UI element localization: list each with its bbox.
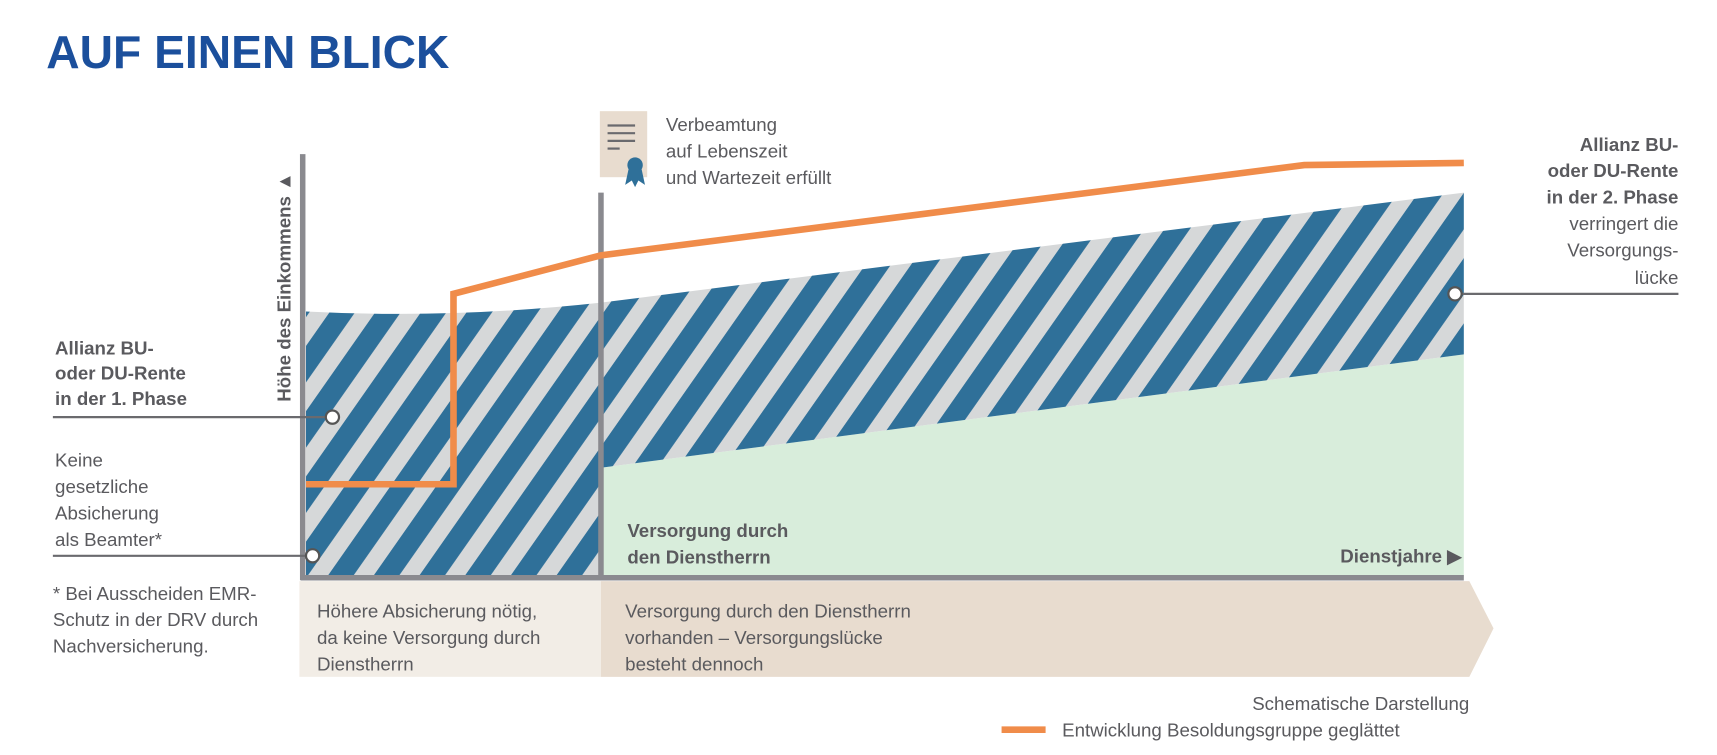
svg-text:Allianz BU-: Allianz BU-	[55, 337, 154, 358]
footnote: * Bei Ausscheiden EMR- Schutz in der DRV…	[53, 583, 258, 657]
svg-text:da keine Versorgung durch: da keine Versorgung durch	[317, 627, 540, 648]
svg-text:Absicherung: Absicherung	[55, 502, 159, 523]
employer-provision-area	[600, 354, 1464, 578]
marker-none	[304, 548, 321, 564]
svg-text:auf Lebenszeit: auf Lebenszeit	[666, 140, 788, 161]
svg-text:vorhanden – Versorgungslücke: vorhanden – Versorgungslücke	[625, 627, 883, 648]
svg-text:lücke: lücke	[1635, 267, 1679, 288]
marker-phase2	[1447, 286, 1463, 302]
svg-text:Höhere Absicherung nötig,: Höhere Absicherung nötig,	[317, 600, 537, 621]
svg-text:Schutz in der DRV durch: Schutz in der DRV durch	[53, 609, 258, 630]
label-no-protection: Keine gesetzliche Absicherung als Beamte…	[55, 450, 162, 550]
svg-text:und Wartezeit erfüllt: und Wartezeit erfüllt	[666, 167, 832, 188]
employer-area-label: Versorgung durch den Dienstherrn	[627, 520, 788, 567]
svg-text:Nachversicherung.: Nachversicherung.	[53, 636, 209, 657]
band-right-text: Versorgung durch den Dienstherrn vorhand…	[625, 600, 911, 674]
svg-text:Dienstherrn: Dienstherrn	[317, 653, 414, 674]
y-axis-label: Höhe des Einkommens ▲	[274, 172, 295, 401]
svg-text:Versorgungs-: Versorgungs-	[1567, 239, 1678, 260]
svg-text:Verbeamtung: Verbeamtung	[666, 114, 777, 135]
svg-text:in der 1. Phase: in der 1. Phase	[55, 388, 187, 409]
label-phase2: Allianz BU- oder DU-Rente in der 2. Phas…	[1547, 134, 1679, 288]
band-left-text: Höhere Absicherung nötig, da keine Verso…	[317, 600, 540, 674]
certificate-icon	[599, 111, 648, 188]
svg-text:Versorgung durch: Versorgung durch	[627, 520, 788, 541]
svg-text:gesetzliche: gesetzliche	[55, 476, 148, 497]
svg-text:besteht dennoch: besteht dennoch	[625, 653, 763, 674]
label-phase1: Allianz BU- oder DU-Rente in der 1. Phas…	[55, 337, 187, 409]
svg-text:als Beamter*: als Beamter*	[55, 529, 162, 550]
svg-text:* Bei Ausscheiden EMR-: * Bei Ausscheiden EMR-	[53, 583, 257, 604]
svg-text:Versorgung durch den Diensther: Versorgung durch den Dienstherrn	[625, 600, 911, 621]
band-right-arrow	[600, 581, 1494, 677]
legend-label: Entwicklung Besoldungsgruppe geglättet	[1062, 719, 1400, 740]
svg-text:oder DU-Rente: oder DU-Rente	[1548, 160, 1679, 181]
band-left	[299, 581, 601, 677]
salary-line	[306, 159, 1464, 488]
svg-text:verringert die: verringert die	[1569, 213, 1678, 234]
schematic-note: Schematische Darstellung	[1252, 693, 1469, 714]
svg-text:oder DU-Rente: oder DU-Rente	[55, 363, 186, 384]
page-title: AUF EINEN BLICK	[46, 26, 449, 78]
marker-phase1	[324, 409, 341, 425]
phase2-hatched-area	[600, 192, 1464, 468]
x-axis-label: Dienstjahre ▶	[1340, 545, 1463, 566]
svg-text:Allianz BU-: Allianz BU-	[1580, 134, 1679, 155]
svg-text:in der 2. Phase: in der 2. Phase	[1547, 187, 1679, 208]
svg-text:den Dienstherrn: den Dienstherrn	[627, 546, 770, 567]
svg-text:Keine: Keine	[55, 450, 103, 471]
certificate-text: Verbeamtung auf Lebenszeit und Wartezeit…	[666, 114, 832, 188]
